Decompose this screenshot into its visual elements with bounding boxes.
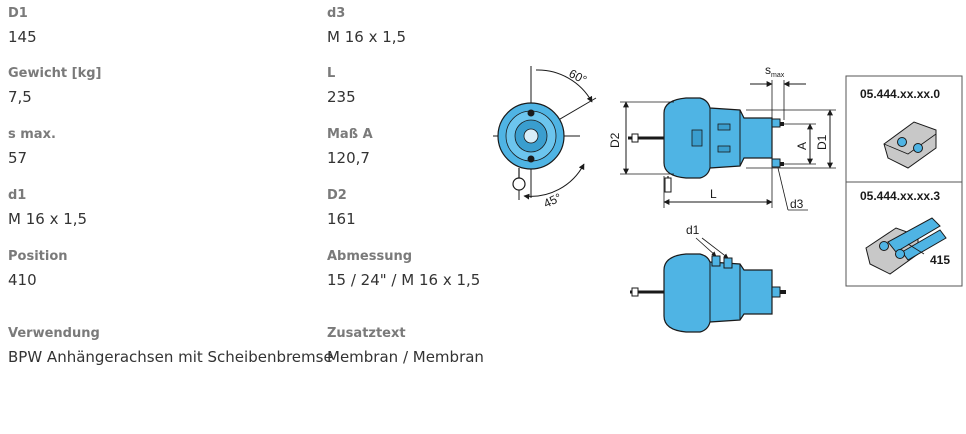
side-housing <box>663 97 773 179</box>
spec-d1-upper: D1 145 <box>8 6 37 46</box>
spec-l: L 235 <box>327 66 356 106</box>
dim-d1-side-label: D1 <box>815 134 829 150</box>
spec-label: Gewicht [kg] <box>8 66 102 81</box>
dim-s-sub: max <box>771 72 785 79</box>
dim-d2-label: D2 <box>608 132 622 148</box>
spec-value: M 16 x 1,5 <box>327 28 407 46</box>
spec-label: s max. <box>8 127 56 142</box>
spec-value: 57 <box>8 149 28 167</box>
spec-mass-a: Maß A 120,7 <box>327 127 373 167</box>
spec-label: Abmessung <box>327 249 413 264</box>
spec-label: Verwendung <box>8 326 100 341</box>
dim-d1-bottom-label: d1 <box>686 223 700 237</box>
bottom-housing <box>663 253 773 333</box>
angle-top-label: 60° <box>567 66 590 87</box>
spec-label: Maß A <box>327 127 373 142</box>
spec-label: D1 <box>8 6 28 21</box>
spec-position: Position 410 <box>8 249 68 289</box>
spec-d1-lower: d1 M 16 x 1,5 <box>8 188 87 228</box>
technical-drawing: 60° 45° D2 A <box>493 63 963 333</box>
side-view: D2 A D1 smax L d3 <box>608 63 836 211</box>
spec-abmessung: Abmessung 15 / 24" / M 16 x 1,5 <box>327 249 480 289</box>
spec-label: Zusatztext <box>327 326 406 341</box>
spec-value: 15 / 24" / M 16 x 1,5 <box>327 271 481 289</box>
spec-zusatztext: Zusatztext Membran / Membran <box>327 326 484 366</box>
variant-2-note: 415 <box>930 253 950 267</box>
angle-bottom-label: 45° <box>541 190 564 210</box>
spec-d2: D2 161 <box>327 188 356 228</box>
spec-value: 120,7 <box>327 149 370 167</box>
spec-label: D2 <box>327 188 347 203</box>
spec-smax: s max. 57 <box>8 127 56 167</box>
spec-label: d3 <box>327 6 346 21</box>
spec-label: Position <box>8 249 68 264</box>
dim-d3-label: d3 <box>790 197 804 211</box>
variant-box-2: 05.444.xx.xx.3 415 <box>845 181 963 287</box>
front-view: 60° 45° <box>493 66 597 211</box>
variant-box-1: 05.444.xx.xx.0 <box>845 75 963 183</box>
variant-1-label: 05.444.xx.xx.0 <box>860 87 940 101</box>
spec-gewicht: Gewicht [kg] 7,5 <box>8 66 102 106</box>
spec-value: 235 <box>327 88 356 106</box>
dim-a-label: A <box>795 142 809 150</box>
dim-s-label: smax <box>765 63 785 79</box>
spec-value: M 16 x 1,5 <box>8 210 88 228</box>
spec-value: 145 <box>8 28 37 46</box>
spec-d3: d3 M 16 x 1,5 <box>327 6 406 46</box>
dim-l-label: L <box>710 187 717 201</box>
spec-value: 7,5 <box>8 88 32 106</box>
spec-value: 161 <box>327 210 356 228</box>
spec-value: 410 <box>8 271 37 289</box>
variant-2-label: 05.444.xx.xx.3 <box>860 189 940 203</box>
bottom-view: d1 <box>630 223 786 333</box>
spec-verwendung: Verwendung BPW Anhängerachsen mit Scheib… <box>8 326 333 366</box>
spec-label: L <box>327 66 336 81</box>
spec-label: d1 <box>8 188 27 203</box>
dim-s-main: s <box>765 63 771 77</box>
spec-value: Membran / Membran <box>327 348 484 366</box>
spec-value: BPW Anhängerachsen mit Scheibenbremse <box>8 348 333 366</box>
